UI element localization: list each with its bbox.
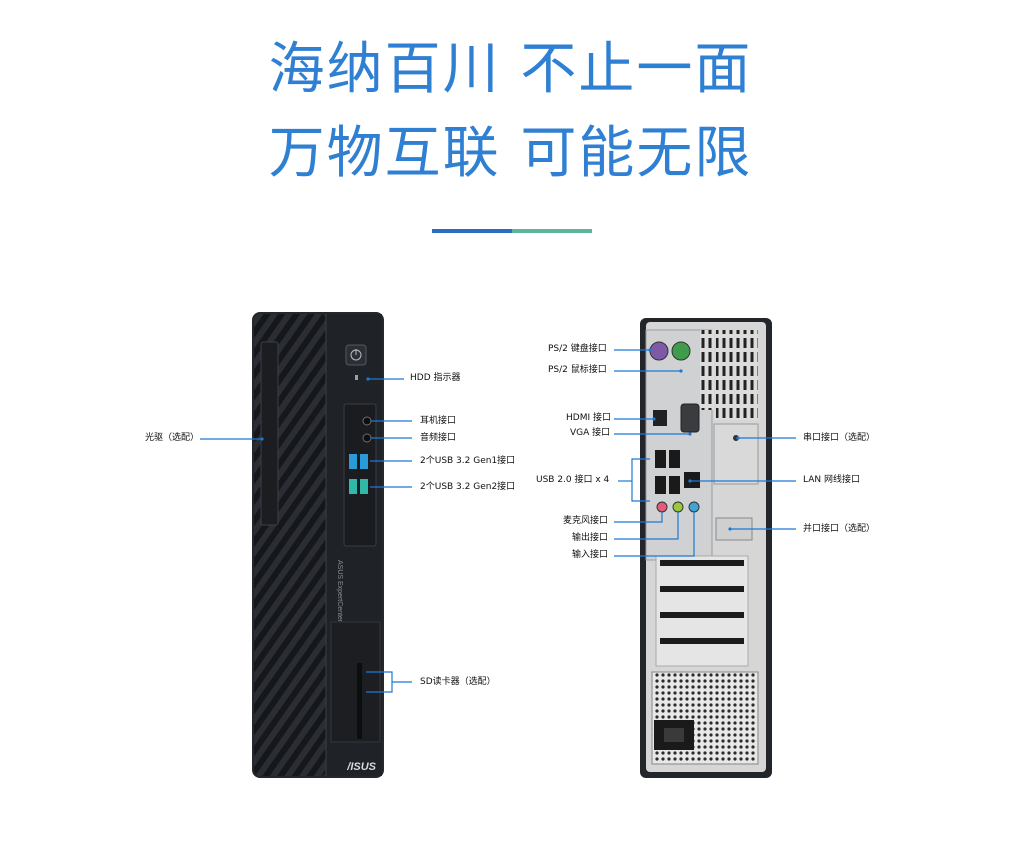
usb20-port-2 <box>655 476 666 494</box>
usb20-port-4 <box>669 476 680 494</box>
usb20-port-3 <box>669 450 680 468</box>
rear-chassis <box>640 318 772 778</box>
label-parallel: 并口接口（选配） <box>803 524 876 534</box>
label-optical-drive: 光驱（选配） <box>145 433 200 443</box>
ps2-mouse-port <box>671 341 691 361</box>
line-in-jack <box>688 501 700 513</box>
label-hdd-indicator: HDD 指示器 <box>410 373 461 383</box>
front-brand-text: ASUS ExpertCenter <box>336 560 343 623</box>
headline-line-1: 海纳百川 不止一面 <box>268 37 753 102</box>
label-headphone: 耳机接口 <box>420 416 457 426</box>
divider-green <box>512 229 592 233</box>
lan-port <box>684 472 700 488</box>
label-vga: VGA 接口 <box>570 428 611 438</box>
label-audio: 音频接口 <box>420 433 457 443</box>
label-ps2-mouse: PS/2 鼠标接口 <box>548 365 607 375</box>
front-chassis: ASUS ExpertCenter /ISUS <box>252 312 384 778</box>
label-usb20: USB 2.0 接口 x 4 <box>536 475 610 485</box>
sd-slot <box>357 663 362 739</box>
label-sd-reader: SD读卡器（选配） <box>420 677 496 687</box>
headphone-jack <box>362 416 372 426</box>
label-hdmi: HDMI 接口 <box>566 413 611 423</box>
usb20-port-1 <box>655 450 666 468</box>
label-usb-gen2: 2个USB 3.2 Gen2接口 <box>420 482 516 492</box>
divider-blue <box>432 229 512 233</box>
audio-jack <box>362 433 372 443</box>
vga-port <box>680 403 700 433</box>
hdmi-port <box>653 410 667 426</box>
usb-gen2-port-1 <box>349 479 357 494</box>
label-serial: 串口接口（选配） <box>803 433 876 443</box>
ps2-keyboard-port <box>649 341 669 361</box>
label-line-in: 输入接口 <box>572 550 609 560</box>
callout-lines <box>200 349 796 693</box>
mic-jack <box>656 501 668 513</box>
hdd-led <box>355 375 358 380</box>
usb-gen2-port-2 <box>360 479 368 494</box>
usb-gen1-port-2 <box>360 454 368 469</box>
line-out-jack <box>672 501 684 513</box>
label-ps2-keyboard: PS/2 键盘接口 <box>548 344 607 354</box>
headline-line-2: 万物互联 可能无限 <box>268 121 753 186</box>
label-mic: 麦克风接口 <box>563 516 609 526</box>
asus-logo: /ISUS <box>346 761 376 773</box>
label-lan: LAN 网线接口 <box>803 475 860 485</box>
label-usb-gen1: 2个USB 3.2 Gen1接口 <box>420 456 516 466</box>
label-line-out: 输出接口 <box>572 533 609 543</box>
usb-gen1-port-1 <box>349 454 357 469</box>
